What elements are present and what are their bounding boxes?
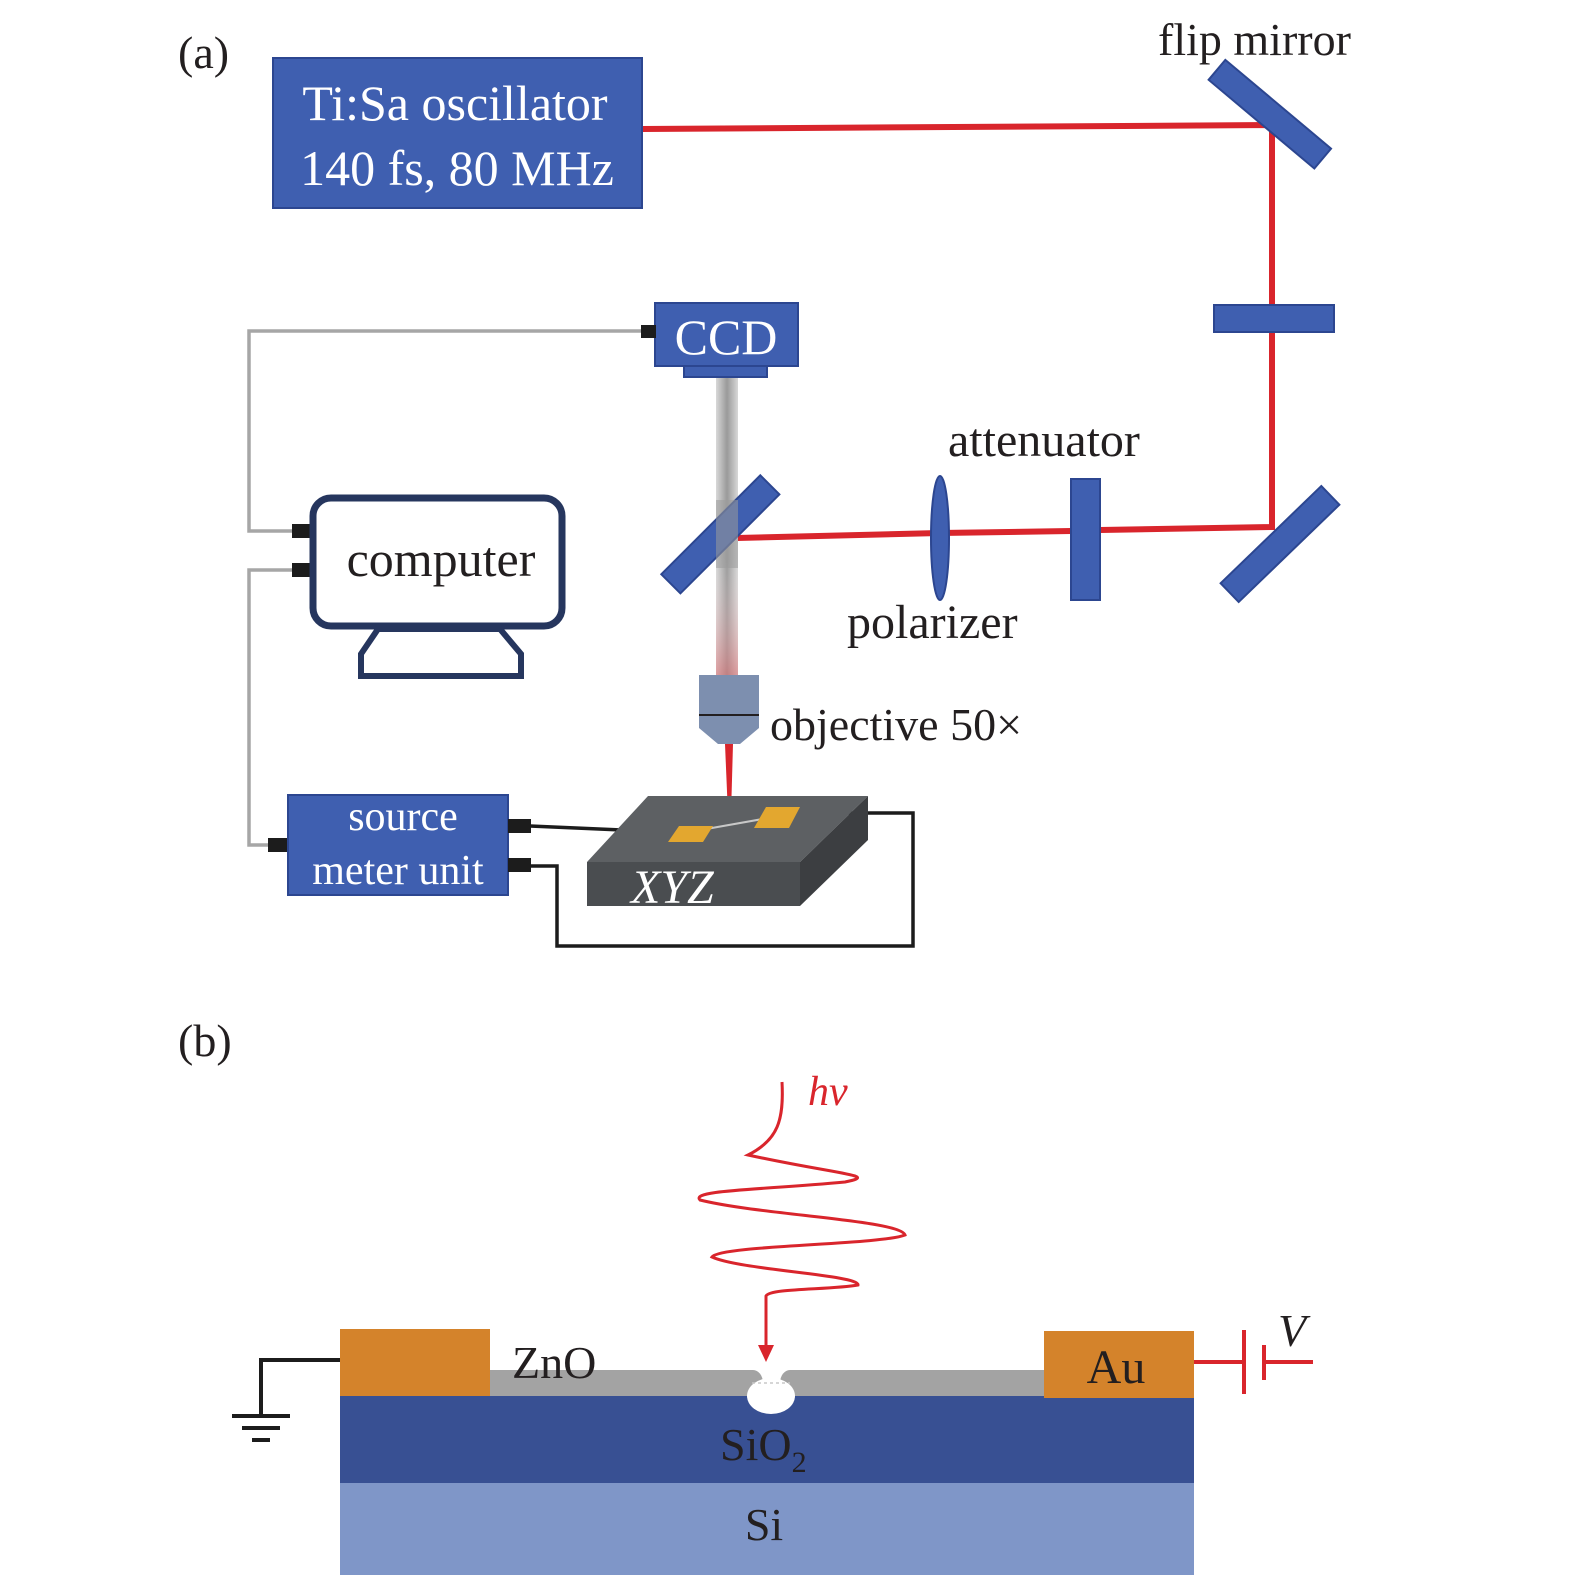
gold-pad-right [754,807,800,828]
sio2-label: SiO2 [720,1419,807,1479]
photon-label: hv [808,1069,848,1115]
data-cables [247,329,643,847]
laser-name: Ti:Sa oscillator [302,75,607,131]
zno-wire-right [790,1370,1045,1396]
mirror-bottom-right [1219,484,1341,604]
zno-wire-left [488,1370,753,1396]
smu-port-1 [508,819,531,833]
gap-region [747,1378,795,1414]
smu-label-line1: source [348,794,458,840]
smu-label-line2: meter unit [312,848,484,894]
si-substrate [340,1483,1194,1575]
polarizer-label: polarizer [847,596,1018,649]
ccd-port [641,325,656,338]
attenuator [1070,478,1101,601]
voltage-source-symbol [1194,1330,1313,1394]
ccd-camera: CCD [654,302,799,378]
source-meter-unit: source meter unit [287,794,509,896]
computer-port-2 [292,563,312,577]
objective-lens [699,675,759,744]
polarizer [930,475,950,601]
ground-symbol [232,1358,340,1442]
computer: computer [309,494,566,679]
panel-a-label: (a) [178,27,229,78]
smu-port-left [268,838,290,852]
sio2-label-main: SiO [720,1419,792,1470]
zno-label: ZnO [512,1337,596,1388]
computer-label: computer [347,531,536,587]
smu-port-2 [508,858,531,872]
objective-label: objective 50× [770,699,1022,750]
xyz-stage: XYZ [587,796,868,914]
au-electrode-left [340,1329,490,1396]
flip-mirror-label: flip mirror [1158,14,1351,65]
voltage-label: V [1278,1305,1311,1356]
au-label: Au [1087,1341,1146,1394]
si-label: Si [745,1499,783,1550]
laser-specs: 140 fs, 80 MHz [300,140,614,196]
attenuator-label: attenuator [948,414,1140,467]
au-electrode-right [1044,1331,1194,1398]
photon-wave [697,1081,907,1350]
computer-port-1 [292,524,312,538]
sio2-label-subscript: 2 [792,1446,807,1479]
laser-source: Ti:Sa oscillator 140 fs, 80 MHz [272,57,643,209]
photon-arrowhead [758,1345,774,1362]
stage-label: XYZ [629,861,715,914]
flip-mirror [1207,58,1333,170]
waveplate [1213,304,1335,333]
gold-pad-left [668,826,713,842]
ccd-label: CCD [675,309,778,365]
panel-b-label: (b) [178,1015,232,1066]
